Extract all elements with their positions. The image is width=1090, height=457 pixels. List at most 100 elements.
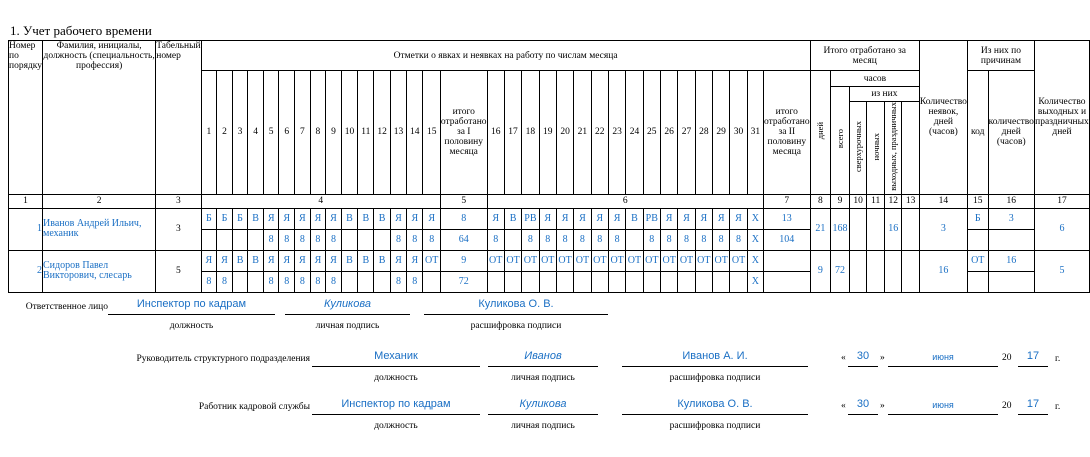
head-name-field[interactable]: Иванов А. И. [682, 350, 748, 362]
header-holiday: выходных, праздничных [883, 101, 903, 195]
reason-code: Б [966, 207, 989, 230]
day-hours: Х [746, 228, 764, 251]
head-name-caption: расшифровка подписи [669, 373, 761, 383]
day-hours [555, 270, 575, 293]
day-mark: ОТ [607, 249, 627, 272]
half2-days: 13 [762, 207, 811, 230]
day-mark: Я [538, 207, 557, 230]
head-signature-field[interactable]: Иванов [524, 350, 562, 362]
tab-number: 3 [155, 207, 202, 251]
header-days-text: дней [815, 122, 826, 140]
header-day: 7 [294, 70, 311, 195]
day-hours [573, 270, 592, 293]
row-number: 1 [7, 207, 44, 251]
weekends-count: 5 [1033, 249, 1090, 293]
hr-signature-field[interactable]: Куликова [519, 398, 567, 410]
head-signature-caption: личная подпись [511, 373, 575, 383]
day-hours [625, 228, 644, 251]
day-hours: 8 [521, 228, 540, 251]
day-mark: ОТ [422, 249, 441, 272]
half2-hours [762, 270, 811, 293]
day-hours [538, 270, 557, 293]
header-night: ночных [866, 101, 885, 195]
header-day: 18 [521, 70, 540, 195]
hr-date-day[interactable]: 30 [856, 398, 870, 410]
day-hours [231, 228, 249, 251]
day-hours [247, 228, 264, 251]
day-mark: Я [486, 207, 505, 230]
header-day: 31 [746, 70, 764, 195]
header-day: 4 [247, 70, 264, 195]
date-quote-open: « [841, 353, 846, 363]
day-hours [642, 270, 661, 293]
day-mark: Я [389, 207, 408, 230]
day-mark: ОТ [659, 249, 679, 272]
day-hours [373, 228, 391, 251]
day-mark: В [625, 207, 644, 230]
day-mark: В [357, 207, 375, 230]
day-hours: 8 [677, 228, 696, 251]
day-hours [694, 270, 714, 293]
day-mark: ОТ [642, 249, 661, 272]
day-mark: Б [216, 207, 233, 230]
total-hours: 72 [830, 249, 850, 293]
head-position-line [312, 366, 480, 367]
day-hours [503, 228, 523, 251]
day-mark: ОТ [625, 249, 644, 272]
header-overtime: сверхурочных [848, 101, 868, 195]
day-hours [357, 270, 375, 293]
day-hours [422, 270, 441, 293]
hr-position-line [312, 414, 480, 415]
tab-number: 5 [155, 249, 202, 293]
day-mark: Б [231, 207, 249, 230]
day-mark: В [340, 249, 359, 272]
header-order-number: Номер по порядку [7, 40, 44, 195]
half2-days [762, 249, 811, 272]
day-mark: Я [694, 207, 714, 230]
header-half2-total: итого отработано за II половину месяца [762, 70, 811, 195]
hr-name-field[interactable]: Куликова О. В. [677, 398, 753, 410]
responsible-name-field[interactable]: Куликова О. В. [478, 298, 554, 310]
hr-signature-line [488, 414, 598, 415]
head-date-month[interactable]: июня [932, 352, 954, 362]
date-year-suffix: г. [1055, 354, 1061, 364]
day-hours: 8 [262, 270, 280, 293]
day-hours [247, 270, 264, 293]
total-c13 [901, 249, 920, 293]
day-mark: Я [677, 207, 696, 230]
column-number: 4 [200, 193, 441, 209]
day-hours [521, 270, 540, 293]
hr-position-field[interactable]: Инспектор по кадрам [341, 398, 451, 410]
header-tab-number: Табельный номер [155, 40, 202, 195]
hr-date-year[interactable]: 17 [1026, 398, 1040, 410]
day-mark: ОТ [677, 249, 696, 272]
total-absence: 16 [918, 249, 968, 293]
responsible-signature-field[interactable]: Куликова [324, 298, 371, 310]
half1-days: 9 [439, 249, 488, 272]
column-number: 3 [155, 193, 202, 209]
day-hours: 8 [309, 228, 327, 251]
responsible-signature-line [285, 314, 410, 315]
hr-date-month[interactable]: июня [932, 400, 954, 410]
header-day: 11 [357, 70, 375, 195]
head-year-line [1018, 366, 1048, 367]
day-hours: 8 [694, 228, 714, 251]
head-position-field[interactable]: Механик [374, 350, 418, 362]
head-name-line [622, 366, 808, 367]
column-number: 7 [762, 193, 811, 209]
head-date-day[interactable]: 30 [856, 350, 870, 362]
header-day: 24 [625, 70, 644, 195]
head-date-year[interactable]: 17 [1026, 350, 1040, 362]
header-of-them: из них [848, 86, 920, 102]
column-number: 8 [809, 193, 832, 209]
day-mark: Я [309, 207, 327, 230]
day-mark: Х [746, 249, 764, 272]
responsible-position-field[interactable]: Инспектор по кадрам [136, 298, 247, 310]
day-mark: ОТ [555, 249, 575, 272]
day-hours [607, 270, 627, 293]
day-hours: 8 [422, 228, 441, 251]
header-absence-count: Количество неявок, дней (часов) [918, 40, 968, 195]
reason-code: ОТ [966, 249, 989, 272]
header-hours-all-text: всего [834, 129, 845, 149]
